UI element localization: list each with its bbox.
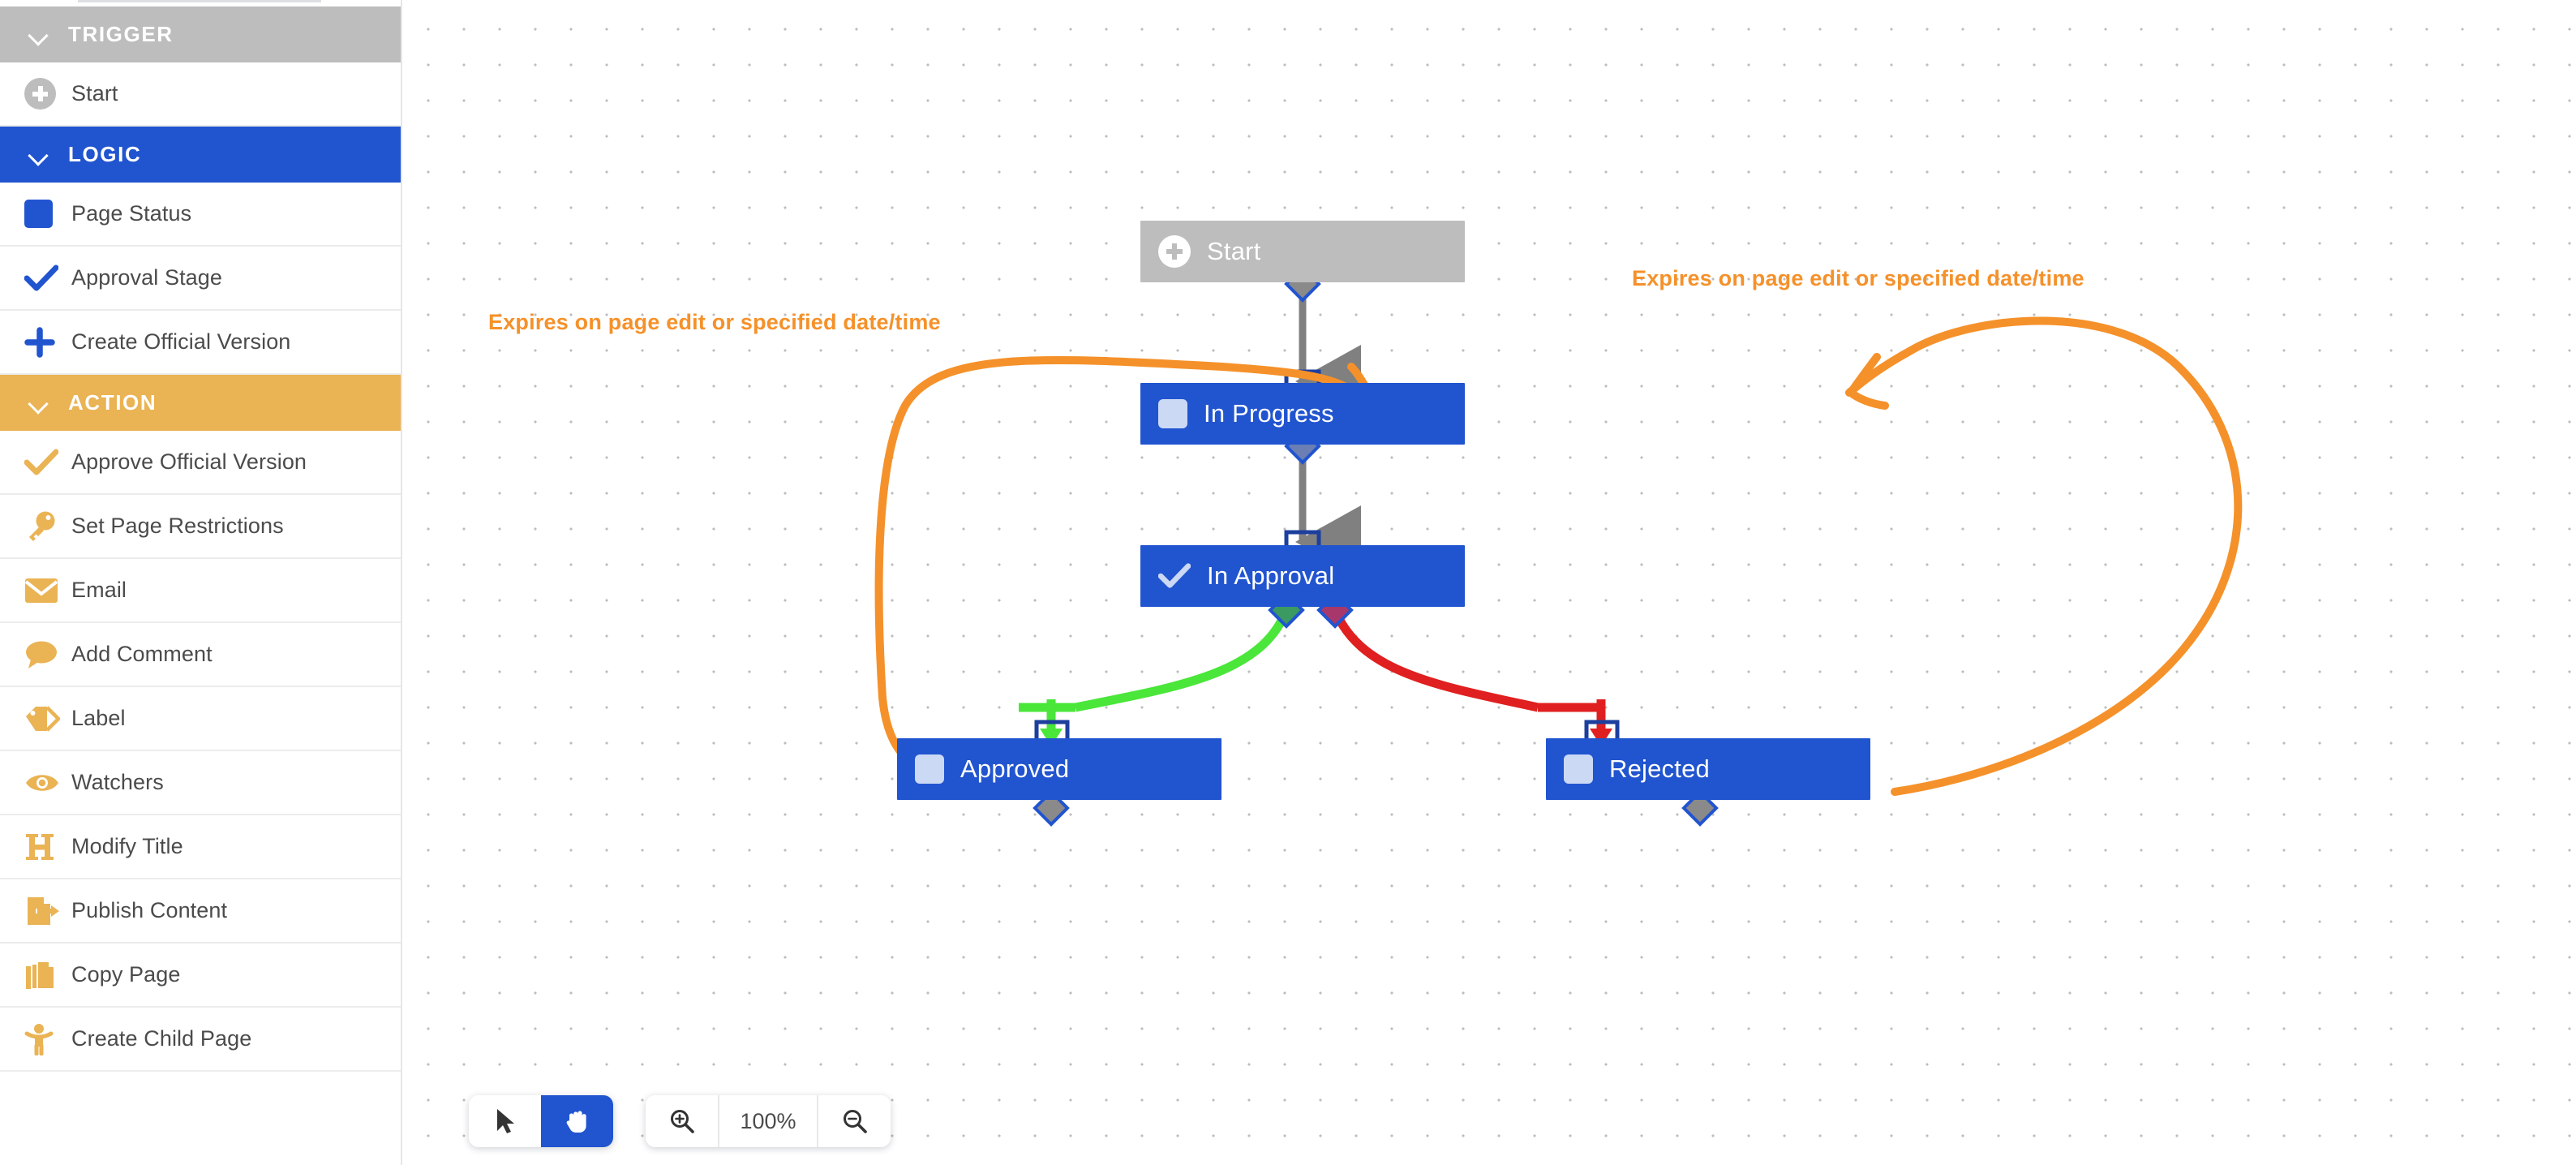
sidebar-item-create-child-page[interactable]: Create Child Page — [0, 1008, 401, 1072]
connector-layer — [874, 265, 2243, 827]
connector-in-progress-to-in-approval — [1284, 428, 1361, 578]
sidebar-item-start[interactable]: Start — [0, 62, 401, 127]
sidebar-section-title: TRIGGER — [68, 22, 174, 46]
sidebar-item-watchers[interactable]: Watchers — [0, 751, 401, 815]
sidebar-item-label: Create Official Version — [71, 329, 291, 354]
tag-icon — [24, 705, 71, 733]
connector-start-to-in-progress — [1284, 265, 1361, 418]
square-icon — [24, 200, 71, 228]
sidebar-section-title: LOGIC — [68, 142, 142, 166]
node-label: Start — [1207, 237, 1261, 265]
publish-icon — [24, 896, 71, 926]
sidebar-top-divider — [78, 0, 321, 5]
connector-in-approval-to-rejected — [1316, 591, 1620, 752]
sidebar-item-page-status[interactable]: Page Status — [0, 183, 401, 247]
copy-icon — [24, 960, 71, 991]
zoom-in-icon — [670, 1110, 694, 1133]
sidebar-section-title: ACTION — [68, 390, 157, 415]
sidebar-item-label: Watchers — [71, 770, 164, 794]
eye-icon — [24, 771, 71, 795]
sidebar-item-approve-official-version[interactable]: Approve Official Version — [0, 431, 401, 495]
hand-tool-button[interactable] — [541, 1095, 613, 1147]
square-icon — [915, 754, 944, 784]
sidebar-item-label: Approval Stage — [71, 265, 223, 290]
sidebar-item-label: Copy Page — [71, 962, 181, 987]
sidebar-item-label: Create Child Page — [71, 1026, 252, 1051]
envelope-icon — [24, 578, 71, 604]
sidebar-item-set-page-restrictions[interactable]: Set Page Restrictions — [0, 495, 401, 559]
canvas-mode-toolbar — [469, 1095, 613, 1147]
check-icon — [24, 264, 71, 293]
key-icon — [24, 510, 71, 543]
sidebar-item-label: Set Page Restrictions — [71, 514, 284, 538]
heading-icon — [24, 832, 71, 862]
sidebar-item-approval-stage[interactable]: Approval Stage — [0, 247, 401, 311]
sidebar-item-label: Start — [71, 81, 118, 105]
chevron-down-icon — [28, 144, 49, 166]
sidebar-scroll-area[interactable]: TRIGGER Start LOGIC Page Status — [0, 6, 401, 1072]
sidebar-item-add-comment[interactable]: Add Comment — [0, 623, 401, 687]
zoom-in-button[interactable] — [646, 1095, 718, 1147]
sidebar-item-label: Approve Official Version — [71, 449, 307, 474]
square-icon — [1158, 399, 1187, 428]
sidebar-item-modify-title[interactable]: Modify Title — [0, 815, 401, 879]
child-page-icon — [24, 1023, 71, 1055]
chevron-down-icon — [28, 24, 49, 45]
sidebar-section-header-action[interactable]: ACTION — [0, 375, 401, 431]
sidebar-item-label: Publish Content — [71, 898, 228, 922]
sidebar-item-create-official-version[interactable]: Create Official Version — [0, 311, 401, 375]
sidebar-item-copy-page[interactable]: Copy Page — [0, 944, 401, 1008]
sidebar-item-label: Email — [71, 578, 127, 602]
node-start[interactable]: Start — [1140, 221, 1465, 282]
node-rejected[interactable]: Rejected — [1546, 738, 1870, 800]
zoom-toolbar: 100% — [646, 1095, 891, 1147]
sidebar-item-email[interactable]: Email — [0, 559, 401, 623]
comment-icon — [24, 640, 71, 669]
toolbar-divider — [718, 1095, 719, 1147]
cursor-tool-button[interactable] — [469, 1095, 541, 1147]
annotation-arrow-right — [1845, 316, 2243, 796]
hand-icon — [566, 1111, 586, 1133]
connector-in-approval-to-approved — [1019, 591, 1305, 752]
sidebar-item-label: Label — [71, 706, 126, 730]
node-in-progress[interactable]: In Progress — [1140, 383, 1465, 445]
plus-icon — [24, 326, 71, 358]
square-icon — [1564, 754, 1593, 784]
node-label: In Approval — [1207, 561, 1335, 590]
sidebar-item-label: Modify Title — [71, 834, 183, 858]
check-icon — [1158, 562, 1191, 590]
node-in-approval[interactable]: In Approval — [1140, 545, 1465, 607]
node-label: In Progress — [1204, 399, 1334, 428]
sidebar-item-label: Page Status — [71, 201, 192, 226]
node-label: Rejected — [1609, 754, 1710, 783]
node-approved[interactable]: Approved — [897, 738, 1221, 800]
cursor-icon — [496, 1109, 514, 1133]
chevron-down-icon — [28, 393, 49, 414]
sidebar-item-label[interactable]: Label — [0, 687, 401, 751]
sidebar-section-header-logic[interactable]: LOGIC — [0, 127, 401, 183]
annotation-text-right: Expires on page edit or specified date/t… — [1632, 266, 2084, 290]
sidebar-item-publish-content[interactable]: Publish Content — [0, 879, 401, 944]
zoom-out-button[interactable] — [818, 1095, 891, 1147]
sidebar-item-label: Add Comment — [71, 642, 213, 666]
plus-circle-icon — [24, 78, 71, 110]
toolbar-divider — [817, 1095, 818, 1147]
node-label: Approved — [960, 754, 1070, 783]
zoom-level-value[interactable]: 100% — [740, 1108, 796, 1133]
element-palette-sidebar: TRIGGER Start LOGIC Page Status — [0, 0, 402, 1165]
zoom-out-icon — [843, 1110, 867, 1133]
check-icon — [24, 448, 71, 477]
sidebar-section-header-trigger[interactable]: TRIGGER — [0, 6, 401, 62]
annotation-text-left: Expires on page edit or specified date/t… — [488, 310, 941, 334]
workflow-canvas[interactable]: Start In Progress In Approval Approved R… — [402, 0, 2576, 1165]
plus-circle-icon — [1158, 235, 1191, 268]
